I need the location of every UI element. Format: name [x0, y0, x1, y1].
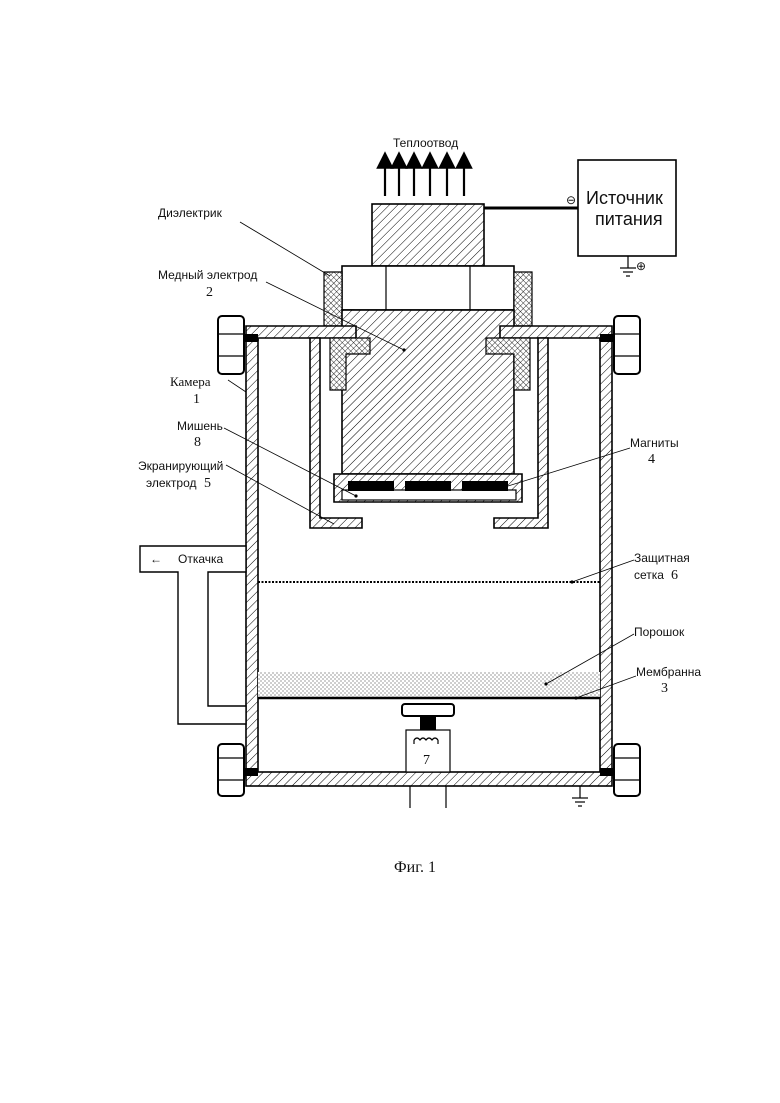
chamber-ground-icon — [572, 786, 588, 806]
magnets-number: 4 — [648, 452, 655, 467]
protective-mesh-number: 6 — [671, 568, 678, 583]
plus-sign: ⊕ — [636, 259, 646, 273]
magnet-2 — [405, 481, 451, 491]
minus-sign: ⊖ — [566, 193, 576, 207]
powder-label: Порошок — [634, 625, 685, 639]
shield-electrode-label-1: Экранирующий — [138, 459, 223, 473]
heatsink-arrows — [385, 160, 464, 196]
magnet-1 — [348, 481, 394, 491]
chamber-number: 1 — [193, 392, 200, 407]
copper-electrode-number: 2 — [206, 285, 213, 300]
heatsink-label: Теплоотвод — [393, 136, 458, 150]
target-label: Мишень — [177, 419, 223, 433]
powder-layer — [258, 672, 600, 698]
target-number: 8 — [194, 435, 201, 450]
protective-mesh-label-1: Защитная — [634, 551, 690, 565]
membrane-number: 3 — [661, 681, 668, 696]
target — [342, 490, 516, 500]
chamber-label: Камера — [170, 374, 211, 389]
vibrator-number: 7 — [423, 753, 430, 768]
power-source-label-2: питания — [595, 209, 663, 229]
heatsink-block — [372, 204, 484, 266]
protective-mesh-label-2: сетка — [634, 568, 664, 582]
chamber-bottom — [246, 772, 612, 786]
power-source-box — [578, 160, 676, 256]
figure-caption: Фиг. 1 — [394, 859, 436, 876]
membrane-label: Мембранна — [636, 665, 701, 679]
pumping-label: Откачка — [178, 552, 224, 566]
pumping-arrow: ← — [150, 552, 162, 566]
power-source-label-1: Источник — [586, 188, 663, 208]
dielectric-flange — [342, 266, 514, 310]
pumping-duct — [140, 546, 246, 724]
power-ground-icon — [620, 256, 636, 276]
magnet-3 — [462, 481, 508, 491]
chamber-wall-right — [600, 340, 612, 778]
copper-electrode — [342, 310, 514, 474]
copper-electrode-label: Медный электрод — [158, 268, 257, 282]
magnets-label: Магниты — [630, 436, 679, 450]
chamber-wall-left — [246, 340, 258, 778]
dielectric-label: Диэлектрик — [158, 206, 223, 220]
shield-electrode-label-2: электрод — [146, 476, 197, 490]
shield-electrode-number: 5 — [204, 476, 211, 491]
